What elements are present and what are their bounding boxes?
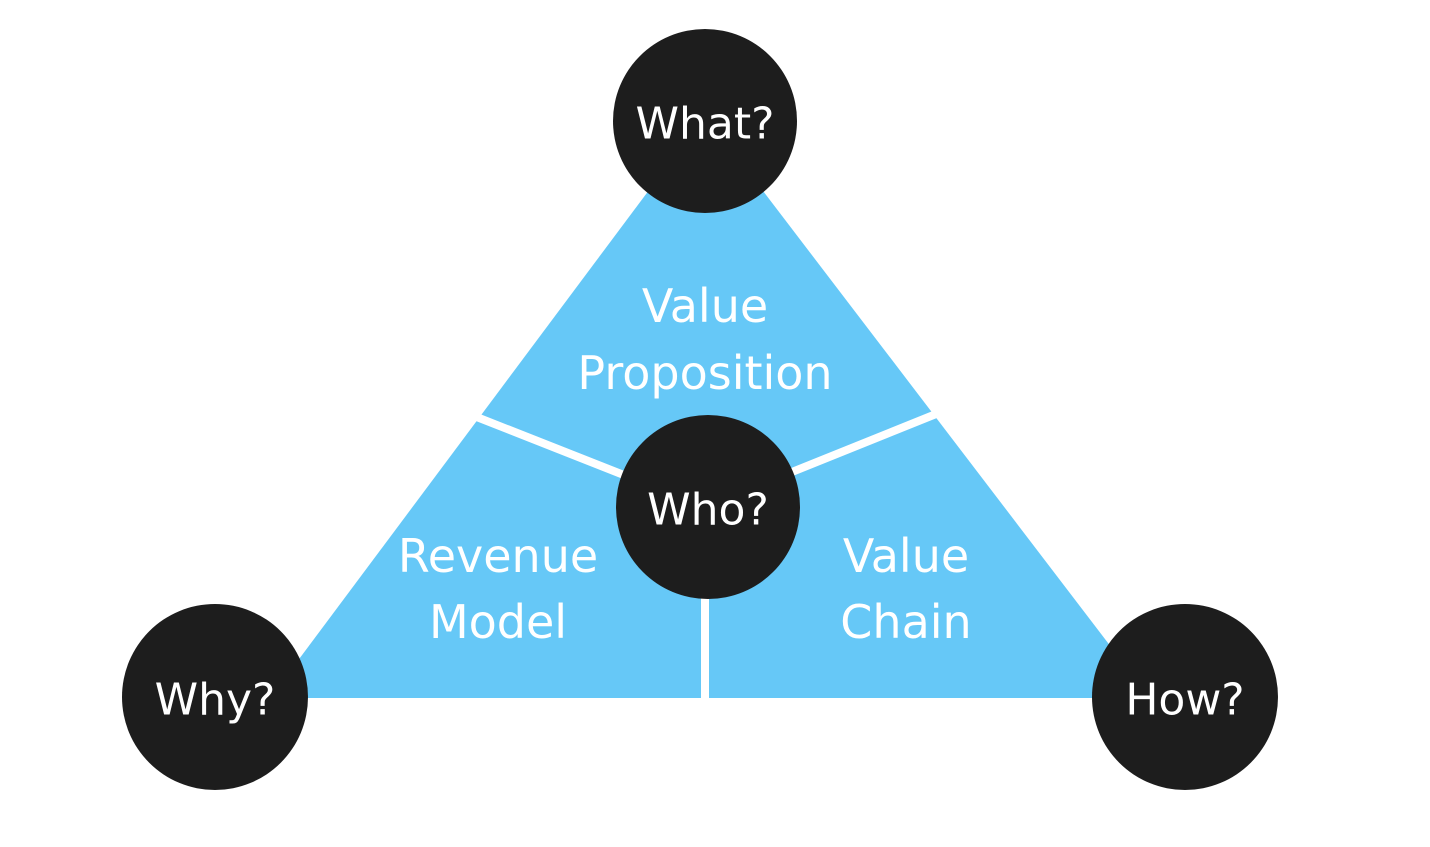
node-why: Why? bbox=[122, 604, 308, 790]
node-what: What? bbox=[613, 29, 797, 213]
region-revenue-model-line1: Revenue bbox=[398, 529, 598, 583]
node-who-circle bbox=[616, 415, 800, 599]
region-value-proposition-line1: Value bbox=[642, 279, 768, 333]
region-value-chain-line2: Chain bbox=[840, 595, 971, 649]
region-value-chain: Value Chain bbox=[840, 529, 971, 649]
region-value-proposition-line2: Proposition bbox=[577, 346, 832, 400]
region-revenue-model: Revenue Model bbox=[398, 529, 598, 649]
region-value-chain-line1: Value bbox=[843, 529, 969, 583]
node-how-label: How? bbox=[1125, 675, 1244, 726]
triangle-shape bbox=[270, 115, 1150, 698]
region-revenue-model-line2: Model bbox=[429, 595, 567, 649]
node-what-circle bbox=[613, 29, 797, 213]
node-what-label: What? bbox=[636, 99, 775, 150]
node-why-circle bbox=[122, 604, 308, 790]
node-how-circle bbox=[1092, 604, 1278, 790]
node-why-label: Why? bbox=[155, 675, 276, 726]
region-value-proposition: Value Proposition bbox=[577, 279, 832, 400]
node-who: Who? bbox=[616, 415, 800, 599]
node-who-label: Who? bbox=[647, 485, 769, 536]
node-how: How? bbox=[1092, 604, 1278, 790]
